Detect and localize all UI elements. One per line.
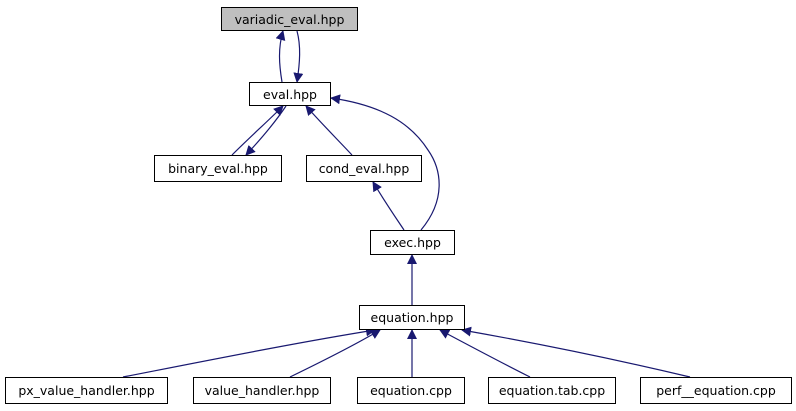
edge-equation-tab-to-equation xyxy=(439,329,531,378)
node-cond-eval-hpp[interactable]: cond_eval.hpp xyxy=(306,155,422,182)
edge-exec-to-eval xyxy=(330,94,440,231)
edge-cond-eval-to-eval xyxy=(305,105,353,156)
node-eval-hpp[interactable]: eval.hpp xyxy=(249,82,331,106)
node-perf-equation-cpp[interactable]: perf__equation.cpp xyxy=(640,377,792,404)
edge-exec-to-cond-eval xyxy=(372,181,405,231)
node-variadic-eval-hpp: variadic_eval.hpp xyxy=(221,7,358,31)
edge-binary-eval-to-eval xyxy=(231,105,284,156)
node-equation-tab-cpp[interactable]: equation.tab.cpp xyxy=(488,377,616,404)
edge-eval-to-binary-eval xyxy=(245,105,287,156)
node-equation-cpp[interactable]: equation.cpp xyxy=(357,377,465,404)
edge-eval-to-variadic-eval xyxy=(275,30,286,83)
edge-variadic-eval-to-eval xyxy=(293,30,304,83)
node-binary-eval-hpp[interactable]: binary_eval.hpp xyxy=(154,155,282,182)
edge-perf-equation-to-equation xyxy=(461,326,691,378)
edge-value-handler-to-equation xyxy=(289,329,381,378)
node-px-value-handler-hpp[interactable]: px_value_handler.hpp xyxy=(5,377,168,404)
node-equation-hpp[interactable]: equation.hpp xyxy=(359,305,465,330)
node-exec-hpp[interactable]: exec.hpp xyxy=(370,230,455,255)
node-value-handler-hpp[interactable]: value_handler.hpp xyxy=(193,377,331,404)
edge-px-value-handler-to-equation xyxy=(122,326,376,378)
